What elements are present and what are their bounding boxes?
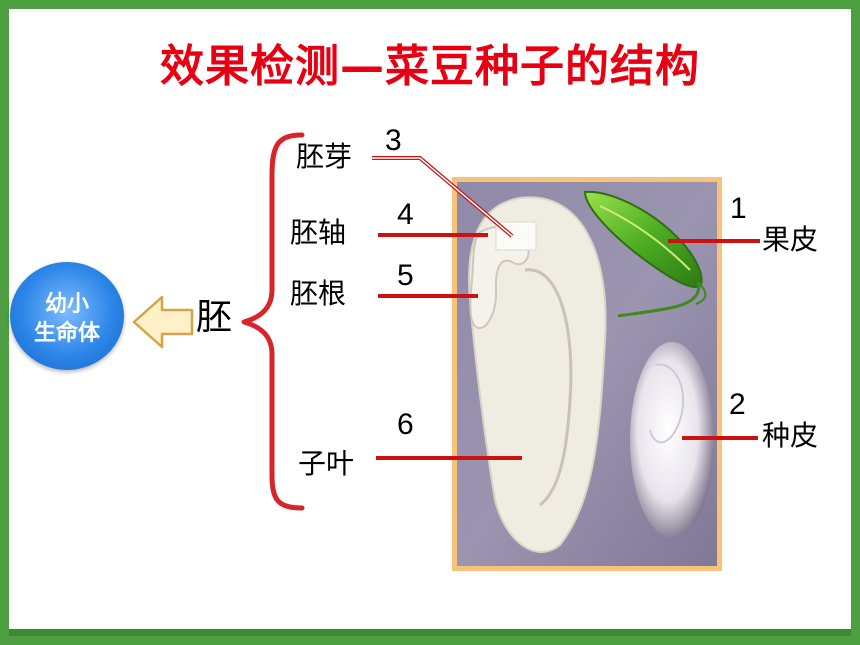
young-life-label: 幼小 生命体: [10, 290, 124, 348]
plumule-label: 胚芽: [296, 140, 353, 173]
embryo-label: 胚: [196, 297, 233, 338]
left-arrow-icon: [132, 295, 194, 349]
radicle-number: 5: [397, 259, 414, 292]
seed-coat-label: 种皮: [762, 419, 819, 452]
cotyledon-label: 子叶: [298, 447, 355, 480]
circle-line-2: 生命体: [33, 321, 100, 346]
seed-coat-number: 2: [729, 388, 746, 421]
hypocotyl-label: 胚轴: [290, 216, 347, 249]
cotyledon-number: 6: [397, 408, 414, 441]
pericarp-label: 果皮: [762, 223, 819, 256]
page-title: 效果检测—菜豆种子的结构: [160, 41, 700, 92]
hypocotyl-number: 4: [397, 198, 414, 231]
embryo-bracket: [241, 132, 305, 511]
young-life-circle: [10, 262, 124, 370]
pericarp-number: 1: [730, 192, 747, 225]
plumule-number: 3: [385, 124, 402, 157]
seed-photo: [452, 177, 722, 571]
radicle-label: 胚根: [290, 277, 347, 310]
circle-line-1: 幼小: [44, 292, 89, 317]
leader-lines: [372, 156, 760, 460]
